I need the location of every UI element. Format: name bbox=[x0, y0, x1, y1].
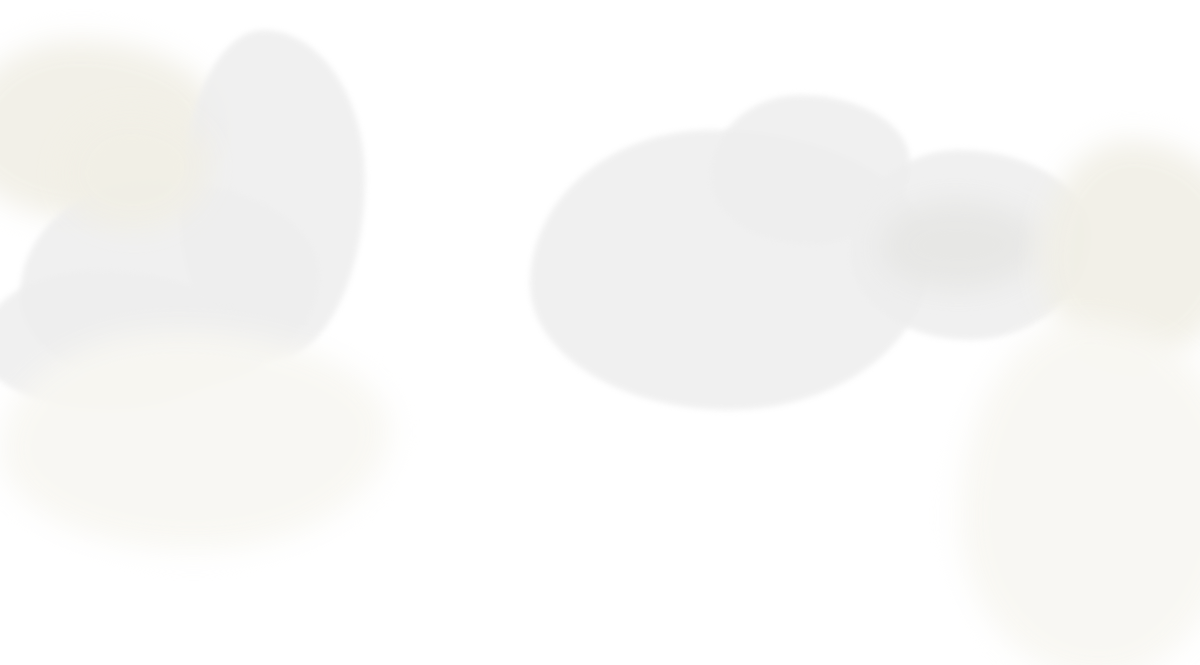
cream-wash-left-mid bbox=[60, 110, 210, 230]
cloud-center-shade bbox=[880, 200, 1040, 290]
cream-wash-left-bottom bbox=[0, 330, 390, 550]
cream-wash-right-bottom bbox=[960, 320, 1200, 665]
